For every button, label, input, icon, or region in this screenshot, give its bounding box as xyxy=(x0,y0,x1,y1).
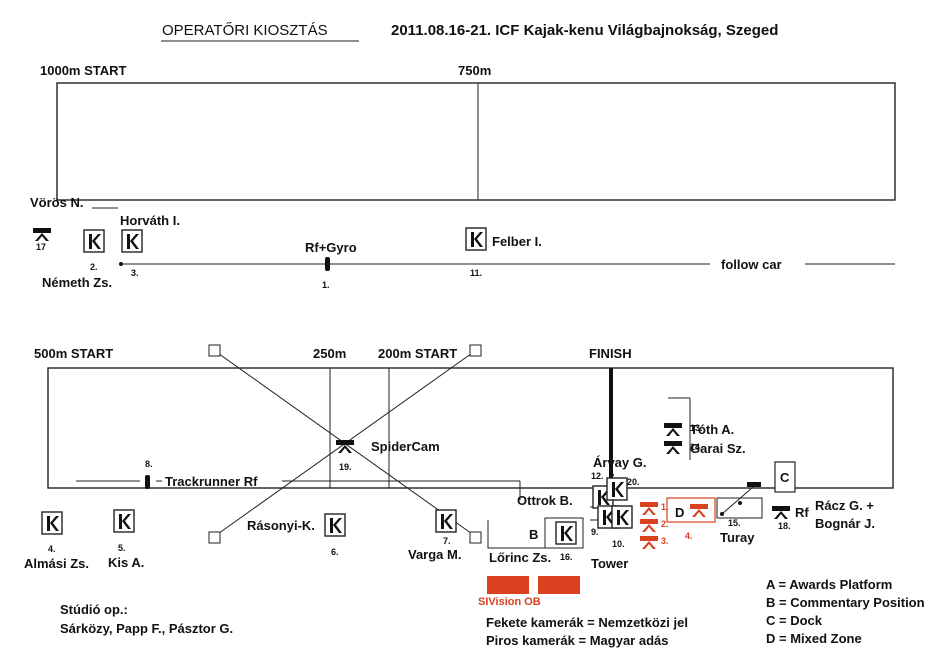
operator-label: Varga M. xyxy=(408,547,462,562)
operator-label: Turay xyxy=(720,530,755,545)
rf-label: Rf xyxy=(795,505,809,520)
tripod-camera-icon xyxy=(772,506,790,519)
legend-c: C = Dock xyxy=(766,613,822,628)
event-title: 2011.08.16-21. ICF Kajak-kenu Világbajno… xyxy=(391,22,779,39)
camera-number: 8. xyxy=(145,459,153,469)
tower-label: Tower xyxy=(591,556,629,571)
camera-number: 9. xyxy=(591,527,599,537)
start-1000m-label: 1000m START xyxy=(40,63,127,78)
mark-250m-label: 250m xyxy=(313,346,347,361)
legend-black-cameras: Fekete kamerák = Nemzetközi jel xyxy=(486,615,688,630)
mark-750m-label: 750m xyxy=(458,63,492,78)
operator-label: Árvay G. xyxy=(593,455,647,470)
operator-label: Németh Zs. xyxy=(42,275,113,290)
camera-number: 11. xyxy=(470,268,483,278)
legend-a: A = Awards Platform xyxy=(766,577,893,592)
camera-number: 13. xyxy=(690,423,703,433)
operator-label: Garai Sz. xyxy=(690,441,746,456)
zone-c-box xyxy=(774,461,796,493)
handheld-camera-icon xyxy=(324,513,346,537)
operator-label: Tóth A. xyxy=(690,422,735,437)
operator-label: Kis A. xyxy=(108,555,145,570)
operator-label: Felber I. xyxy=(492,234,542,249)
spidercam-anchor xyxy=(469,531,482,544)
red-camera-icon xyxy=(640,502,658,515)
legend-d: D = Mixed Zone xyxy=(766,631,862,646)
camera-number: 14. xyxy=(690,442,703,452)
spidercam-anchor xyxy=(208,344,221,357)
diagram-title: OPERATŐRI KIOSZTÁS xyxy=(162,22,328,39)
handheld-camera-icon xyxy=(41,511,63,535)
follow-car-label: follow car xyxy=(721,257,782,272)
operator-label: Lőrinc Zs. xyxy=(489,550,552,565)
lower-course-rect xyxy=(47,367,894,489)
handheld-camera-icon xyxy=(555,521,577,545)
gyro-camera-icon xyxy=(325,257,330,271)
tripod-camera-icon xyxy=(664,441,682,454)
studio-names: Sárközy, Papp F., Pásztor G. xyxy=(60,621,234,636)
spidercam-anchor xyxy=(469,344,482,357)
camera-number: 3. xyxy=(131,268,139,278)
start-500m-label: 500m START xyxy=(34,346,114,361)
camera-number: 7. xyxy=(443,536,451,546)
handheld-camera-icon xyxy=(611,505,633,529)
legend-red-cameras: Piros kamerák = Magyar adás xyxy=(486,633,669,648)
camera-number: 2. xyxy=(90,262,98,272)
camera-number: 3. xyxy=(661,536,669,546)
zone-b-label: B xyxy=(529,527,539,542)
handheld-camera-icon xyxy=(113,509,135,533)
trackrunner-label: Trackrunner Rf xyxy=(165,474,258,489)
tripod-camera-icon xyxy=(33,228,51,241)
zone-c-label: C xyxy=(780,470,790,485)
camera-number: 15. xyxy=(728,518,741,528)
awards-platform xyxy=(716,497,763,519)
camera-number: 1. xyxy=(322,280,330,290)
camera-number: 2. xyxy=(661,519,669,529)
camera-number: 18. xyxy=(778,521,791,531)
camera-number: 12. xyxy=(591,471,604,481)
zone-d-box xyxy=(666,497,716,523)
ob-label: SIVision OB xyxy=(478,596,541,608)
camera-number: 16. xyxy=(560,552,573,562)
ob-truck xyxy=(487,576,529,594)
camera-number: 4. xyxy=(48,544,56,554)
handheld-camera-icon xyxy=(435,509,457,533)
spidercam-anchor xyxy=(208,531,221,544)
finish-label: FINISH xyxy=(589,346,632,361)
handheld-camera-icon xyxy=(465,227,487,251)
studio-label: Stúdió op.: xyxy=(60,602,128,617)
camera-number: 4. xyxy=(685,531,693,541)
operator-label: Rácz G. + xyxy=(815,498,874,513)
handheld-camera-icon xyxy=(121,229,143,253)
camera-number: 17 xyxy=(36,242,47,252)
handheld-camera-icon xyxy=(606,477,628,501)
spidercam-label: SpiderCam xyxy=(371,439,440,454)
upper-course-rect xyxy=(56,82,896,201)
handheld-camera-icon xyxy=(83,229,105,253)
camera-number: 19. xyxy=(339,462,352,472)
camera-number: 6. xyxy=(331,547,339,557)
start-200m-label: 200m START xyxy=(378,346,458,361)
legend-b: B = Commentary Position xyxy=(766,595,925,610)
operator-label: Bognár J. xyxy=(815,516,875,531)
operator-label: Vörös N. xyxy=(30,195,84,210)
ob-truck xyxy=(538,576,580,594)
tripod-camera-icon xyxy=(664,423,682,436)
camera-number: 1. xyxy=(661,502,669,512)
spidercam-camera-icon xyxy=(336,440,354,453)
red-camera-icon xyxy=(640,536,658,549)
red-camera-icon xyxy=(640,519,658,532)
camera-number: 5. xyxy=(118,543,126,553)
zone-d-label: D xyxy=(675,505,685,520)
trackrunner-camera-icon xyxy=(145,475,150,489)
camera-number: 10. xyxy=(612,539,625,549)
operator-label: Rásonyi-K. xyxy=(247,518,315,533)
operator-label: Almási Zs. xyxy=(24,556,90,571)
rf-gyro-label: Rf+Gyro xyxy=(305,240,357,255)
camera-number: 20. xyxy=(627,477,640,487)
operator-label: Ottrok B. xyxy=(517,493,573,508)
operator-label: Horváth I. xyxy=(120,213,180,228)
